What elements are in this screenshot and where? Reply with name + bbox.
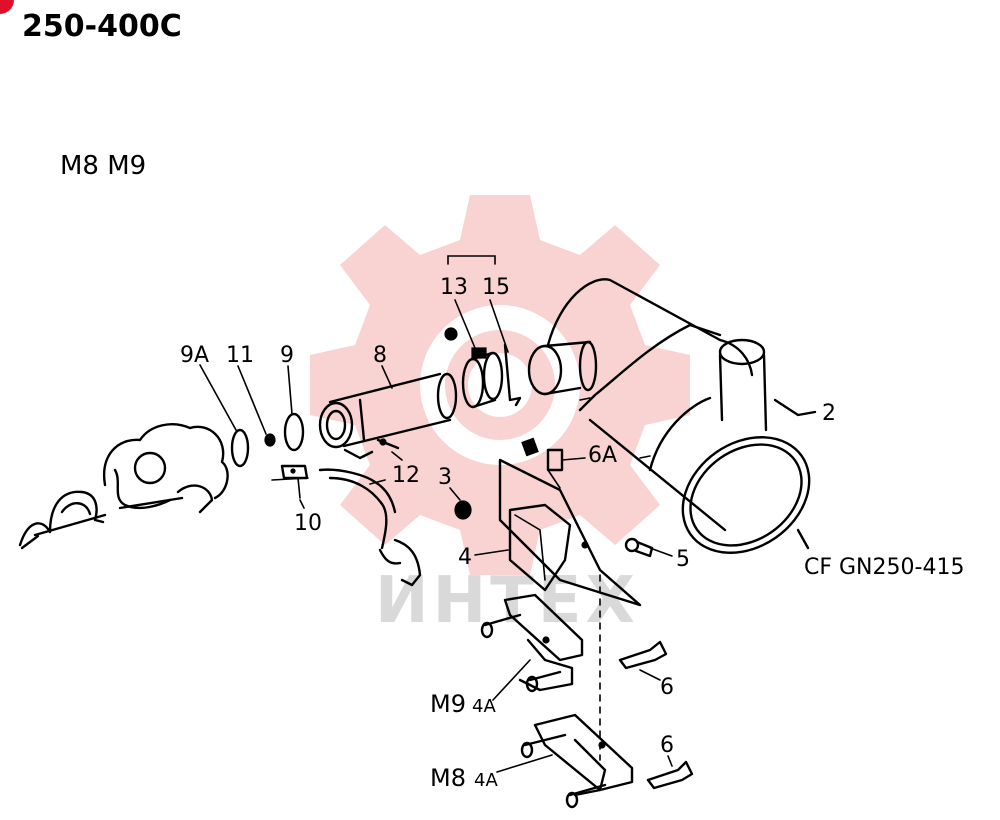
callout-2: 2: [822, 401, 836, 426]
bolt-6-m9: [618, 640, 668, 670]
callout-9: 9: [280, 343, 294, 368]
callout-6-m8: 6: [660, 733, 674, 758]
callout-3: 3: [438, 465, 452, 490]
nut-3: [454, 500, 472, 520]
mount-4a-m8: [520, 713, 634, 809]
pipe-8: [318, 372, 458, 460]
callout-6a: 6A: [588, 443, 617, 468]
leader-lines: [199, 299, 673, 773]
gasket-9: [283, 412, 305, 452]
muffler-2: [527, 278, 817, 554]
callout-15: 15: [482, 275, 510, 300]
callout-5: 5: [676, 547, 690, 572]
corner-marker: [0, 0, 14, 14]
bolt-6-m8: [646, 760, 694, 790]
clamp-13-15: [444, 255, 522, 409]
engine-outline: [18, 423, 229, 550]
bolt-6a: [521, 437, 586, 472]
callout-4a-m9: 4A: [472, 696, 496, 717]
callout-10: 10: [294, 511, 322, 536]
hose-lines: [318, 468, 422, 587]
nut-11: [264, 433, 276, 447]
model-title: 250-400C: [22, 9, 182, 44]
callout-13: 13: [440, 275, 468, 300]
bracket-4: [498, 458, 642, 607]
variant-m8-label: M8: [430, 764, 466, 792]
callout-11: 11: [226, 343, 254, 368]
callout-8: 8: [373, 343, 387, 368]
variant-m9-label: M9: [430, 690, 466, 718]
callout-6-m9: 6: [660, 675, 674, 700]
callout-12: 12: [392, 463, 420, 488]
watermark-gear: [310, 195, 690, 575]
bolt-5: [624, 537, 654, 558]
callout-9a: 9A: [180, 343, 209, 368]
clamp-10: [271, 464, 309, 499]
callout-4a-m8: 4A: [474, 770, 498, 791]
gasket-9a: [230, 428, 250, 468]
variant-label: M8 M9: [60, 151, 146, 181]
reference-label: CF GN250-415: [804, 555, 964, 580]
callout-4: 4: [458, 545, 472, 570]
mount-4a-m9: [480, 593, 584, 693]
